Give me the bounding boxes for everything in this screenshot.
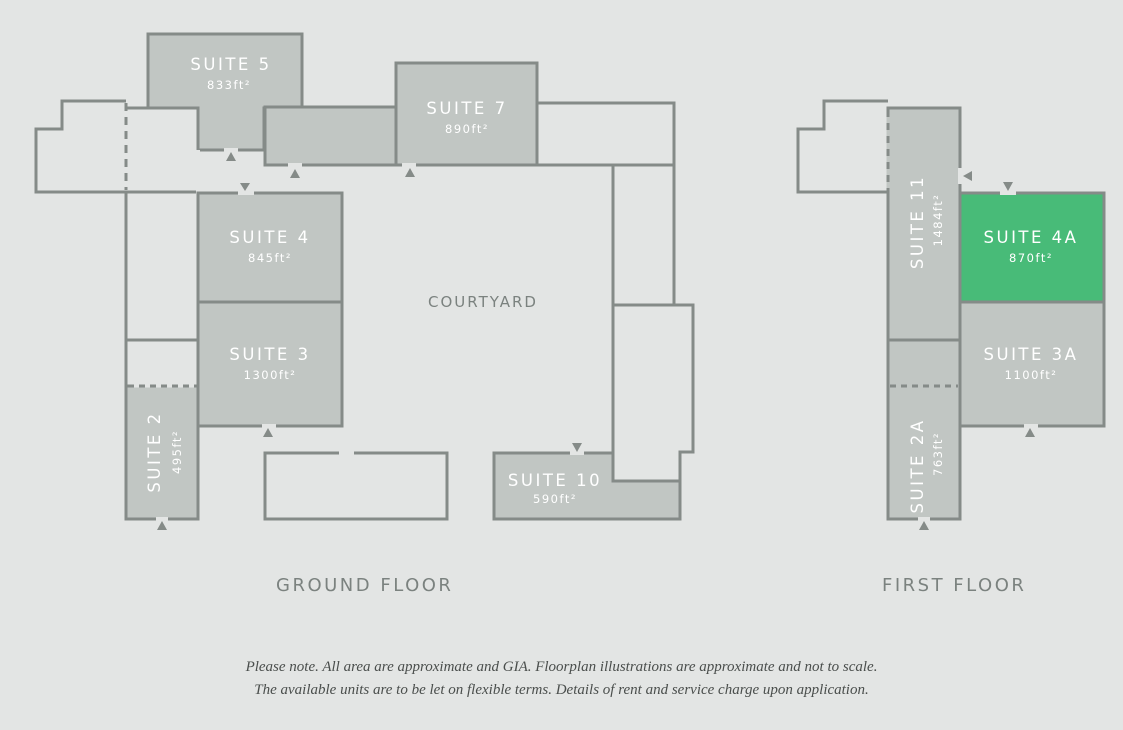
disclaimer-line-1: Please note. All area are approximate an…	[245, 659, 878, 675]
entrance-arrow-icon	[405, 168, 415, 177]
entrance-arrow-icon	[572, 443, 582, 452]
suite-11-room[interactable]	[886, 106, 962, 342]
suite-7-area: 890ft²	[445, 122, 489, 136]
ground-right-wing-upper	[611, 165, 676, 307]
suite-3a-room[interactable]	[958, 300, 1106, 428]
suite-2a-room[interactable]	[886, 338, 962, 521]
ground-upper-right-block	[537, 101, 676, 167]
suite-2a-area: 763ft²	[931, 432, 945, 476]
ground-left-lower-corridor	[124, 340, 200, 386]
suite-10-area: 590ft²	[533, 492, 577, 506]
disclaimer-line-2: The available units are to be let on fle…	[254, 682, 869, 698]
entrance-arrow-icon	[157, 521, 167, 530]
suite-2-area: 495ft²	[170, 430, 184, 474]
entrance-arrows	[157, 152, 1035, 530]
entrance-arrow-icon	[963, 171, 972, 181]
courtyard-label: COURTYARD	[428, 293, 538, 311]
suite-7-annex[interactable]	[263, 105, 398, 167]
ground-left-corridor	[124, 106, 200, 342]
suite-4-name: SUITE 4	[229, 228, 310, 247]
suite-11-area: 1484ft²	[931, 194, 945, 247]
suite-3-area: 1300ft²	[244, 368, 297, 382]
first-left-annex	[796, 99, 888, 194]
suite-3a-name: SUITE 3A	[984, 345, 1079, 364]
entrance-arrow-icon	[919, 521, 929, 530]
suite-5-name: SUITE 5	[190, 55, 271, 74]
suite-4-area: 845ft²	[248, 251, 292, 265]
disclaimer-notes: Please note. All area are approximate an…	[0, 656, 1123, 702]
ground-floor-label: GROUND FLOOR	[276, 575, 454, 596]
suite-10-room[interactable]	[492, 451, 682, 521]
entrance-arrow-icon	[226, 152, 236, 161]
entrance-arrow-icon	[1025, 428, 1035, 437]
entrance-arrow-icon	[240, 183, 250, 191]
suite-4a-area: 870ft²	[1009, 251, 1053, 265]
first-floor-label: FIRST FLOOR	[882, 575, 1027, 596]
suite-4a-room[interactable]	[958, 191, 1106, 304]
suite-4-room[interactable]	[196, 191, 344, 304]
suite-3-room[interactable]	[196, 300, 344, 428]
suite-7-name: SUITE 7	[426, 99, 507, 118]
suite-11-name: SUITE 11	[908, 175, 927, 269]
suite-2-name: SUITE 2	[145, 411, 164, 492]
suite-10-name: SUITE 10	[508, 471, 602, 490]
suite-3-name: SUITE 3	[229, 345, 310, 364]
ground-lower-middle-block	[263, 451, 449, 521]
suite-4a-name: SUITE 4A	[984, 228, 1079, 247]
entrance-arrow-icon	[290, 169, 300, 178]
suite-2a-name: SUITE 2A	[908, 419, 927, 514]
suite-2-room[interactable]	[124, 384, 200, 521]
ground-right-wing-lower	[611, 303, 695, 483]
ground-left-annex	[34, 99, 126, 194]
suite-3a-area: 1100ft²	[1005, 368, 1058, 382]
entrance-arrow-icon	[263, 428, 273, 437]
suite-5-area: 833ft²	[207, 78, 251, 92]
entrance-arrow-icon	[1003, 182, 1013, 191]
